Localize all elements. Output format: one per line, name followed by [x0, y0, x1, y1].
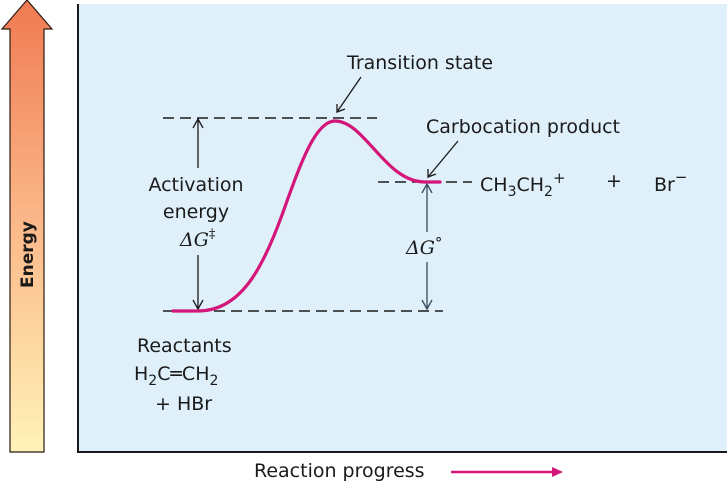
- activation-symbol: ΔG‡: [179, 227, 216, 251]
- product-anion: Br−: [654, 168, 687, 196]
- delta-g-standard-label: ΔG°: [405, 234, 442, 259]
- carbocation-product-label: Carbocation product: [426, 116, 620, 138]
- delta-g-arrow: [421, 182, 433, 311]
- x-axis-label: Reaction progress: [254, 460, 425, 482]
- ts-pointer-arrow: [336, 76, 362, 113]
- plus-sign: +: [606, 170, 622, 192]
- activation-energy-arrow: [192, 117, 204, 311]
- carbocation-pointer-arrow: [427, 140, 459, 178]
- energy-axis-arrow: Energy: [0, 0, 54, 453]
- transition-state-label: Transition state: [346, 52, 493, 74]
- y-axis-label: Energy: [18, 221, 38, 288]
- plot-panel: [78, 4, 727, 452]
- reactant-ethylene: H2C═CH2: [134, 363, 218, 389]
- reactant-hbr: + HBr: [155, 393, 212, 415]
- progress-arrow: [451, 467, 563, 477]
- activation-label-line2: energy: [163, 201, 229, 223]
- product-cation: CH3CH2+: [480, 169, 566, 200]
- activation-label-line1: Activation: [148, 174, 243, 196]
- reaction-curve: [171, 119, 442, 313]
- reactants-title: Reactants: [137, 335, 232, 357]
